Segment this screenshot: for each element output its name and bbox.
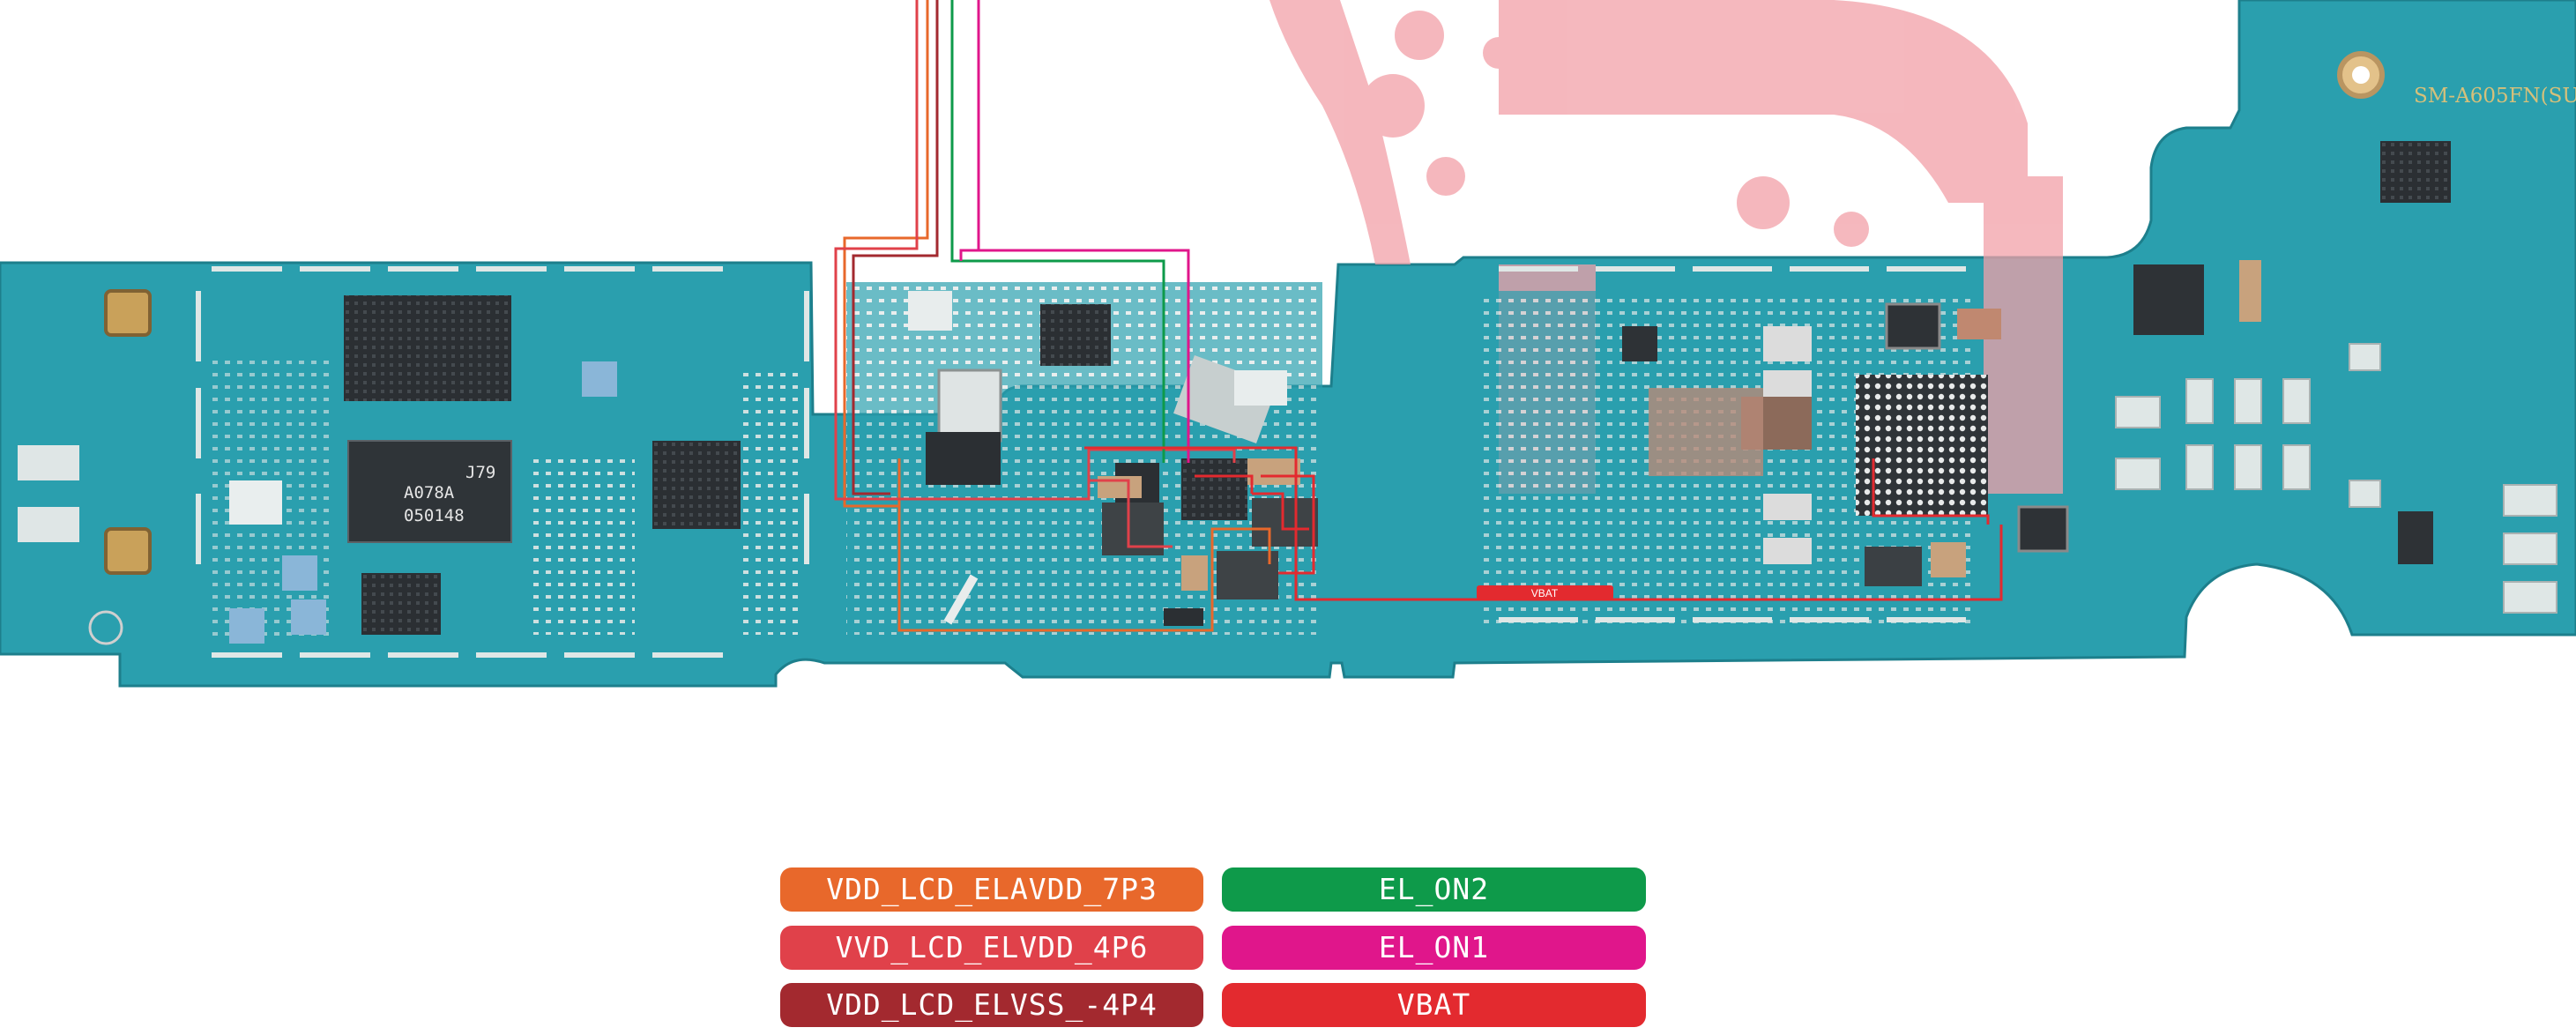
- chip-square-1: [652, 441, 741, 529]
- chip-marking-line2: 050148: [404, 506, 465, 525]
- pmic-chip: [1181, 458, 1247, 520]
- bga-chip: [1856, 375, 1988, 516]
- legend-item-vdd-lcd-elavdd-7p3: VDD_LCD_ELAVDD_7P3: [780, 867, 1203, 912]
- trace-el-on2: [950, 0, 1165, 463]
- trace-vbat: [1084, 446, 2003, 601]
- chip-top-marking: J79: [465, 463, 495, 482]
- chip-small-1: [361, 573, 441, 635]
- rf-connector-2: [104, 527, 152, 575]
- rf-connector-1: [104, 289, 152, 337]
- legend-item-vdd-lcd-elvss-4p4: VDD_LCD_ELVSS_-4P4: [780, 983, 1203, 1027]
- legend-item-vbat: VBAT: [1222, 983, 1646, 1027]
- legend-item-el-on2: EL_ON2: [1222, 867, 1646, 912]
- chip-large-1: [344, 295, 511, 401]
- trace-elvdd: [834, 0, 1236, 548]
- chip-marking-line1: A078A: [404, 483, 455, 503]
- trace-el-on1: [959, 0, 1190, 463]
- legend-item-el-on1: EL_ON1: [1222, 926, 1646, 970]
- vbat-tag: [1477, 585, 1613, 599]
- board-model-text: SM-A605FN(SUB: [2414, 85, 2576, 108]
- legend-item-vvd-lcd-elvdd-4p6: VVD_LCD_ELVDD_4P6: [780, 926, 1203, 970]
- vbat-tag-label: VBAT: [1531, 587, 1559, 599]
- chip-j79: [347, 440, 512, 543]
- trace-elavdd: [843, 0, 1271, 632]
- trace-elvss: [852, 0, 939, 495]
- white-pad: [229, 480, 282, 525]
